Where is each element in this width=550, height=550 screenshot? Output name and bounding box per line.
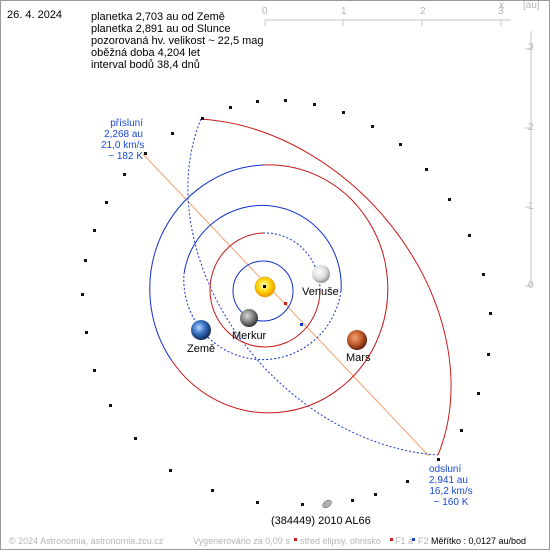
top-tick-3: 3 [498,6,504,17]
date-label: 26. 4. 2024 [7,9,63,21]
venus-label: Venuše [302,286,339,298]
right-tick-1: 1 [528,201,534,212]
right-tick-0: 0 [528,280,534,291]
footer-legend-f2: F2 [418,536,429,546]
legend-f1-marker [390,538,393,541]
info-magnitude: pozorovaná hv. velikost ~ 22,5 mag [91,35,264,47]
asteroid-label: (384449) 2010 AL66 [271,515,371,527]
info-period: oběžná doba 4,204 let [91,47,200,59]
mars-orbit-red [171,164,389,414]
mercury-orbit [232,260,294,322]
unit-label: [au] [523,0,540,11]
mars-label: Mars [346,352,371,364]
info-distance-sun: planetka 2,891 au od Slunce [91,23,231,35]
top-tick-1: 1 [341,6,347,17]
info-distance-earth: planetka 2,703 au od Země [91,11,225,23]
top-axis [264,19,511,26]
top-tick-2: 2 [420,6,426,17]
earth-icon [191,320,211,340]
mars-icon [347,330,367,350]
asteroid-icon [322,499,332,509]
earth-orbit-dotted [183,273,342,361]
right-tick-3: 3 [528,42,534,53]
mercury-label: Merkur [232,330,267,342]
right-axis [525,31,532,287]
focus-f2-marker [300,323,303,326]
perihelion-title: přísluní [110,118,143,129]
perihelion-temperature: ~ 182 K [108,151,143,162]
mercury-icon [240,309,258,327]
aphelion-temperature: ~ 160 K [433,497,469,508]
orbit-point-markers [81,99,492,506]
aphelion-distance: 2,941 au [429,475,468,486]
top-tick-0: 0 [262,6,268,17]
aphelion-title: odsluní [429,464,462,475]
footer-scale: Měřítko : 0,0127 au/bod [431,536,527,546]
aphelion-speed: 16,2 km/s [429,486,473,497]
footer-legend-f1: F1 a [395,536,414,546]
info-interval: interval bodů 38,4 dnů [91,59,200,71]
asteroid-orbit-blue [187,118,439,456]
earth-label: Země [187,343,216,355]
footer-copyright: © 2024 Astronomia, astronomia.zcu.cz [9,536,164,546]
legend-center-marker [294,538,297,541]
footer-legend-center: střed elipsy, ohnisko [300,536,381,546]
mars-orbit-blue [149,164,264,362]
x-axis-label: x [499,0,504,11]
earth-orbit-solid [183,204,342,292]
right-tick-2: 2 [528,122,534,133]
asteroid-orbit-red [200,118,452,456]
venus-orbit-dotted [262,232,321,291]
ellipse-center-marker [284,302,287,305]
legend-f2-marker [412,538,415,541]
footer-generated: Vygenerováno za 0,09 s [193,536,290,546]
venus-icon [312,265,330,283]
perihelion-distance: 2,268 au [104,129,143,140]
perihelion-speed: 21,0 km/s [101,140,145,151]
venus-orbit-solid [209,232,321,348]
